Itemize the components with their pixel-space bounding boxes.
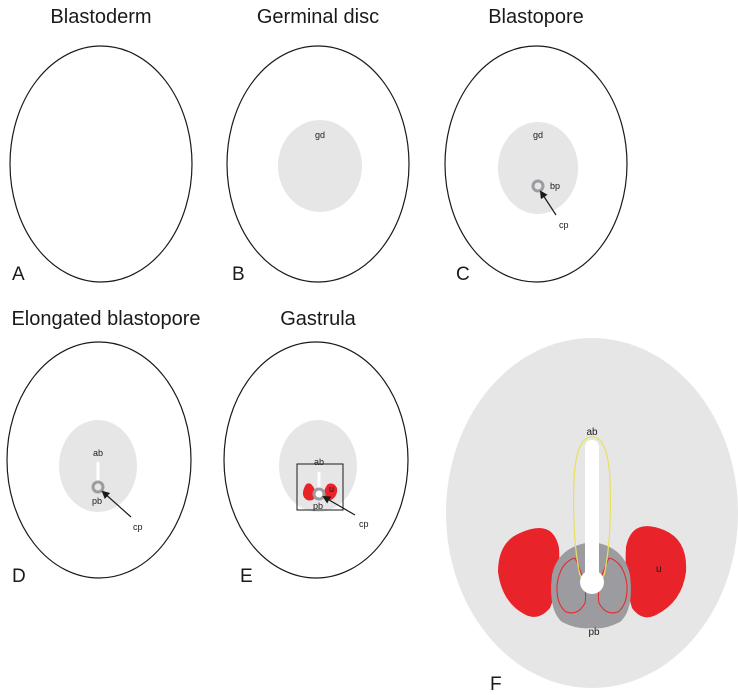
ab-label: ab [314, 457, 324, 467]
blastoderm-outline [9, 45, 193, 283]
u-label: u [656, 564, 662, 575]
panel-e-letter: E [240, 566, 253, 587]
germinal-disc [278, 120, 362, 212]
right-red-region [625, 526, 687, 618]
panel-b: Germinal disc gd B [226, 6, 410, 285]
panel-a-letter: A [12, 264, 25, 285]
cp-arrow [539, 190, 557, 216]
panel-b-letter: B [232, 264, 245, 285]
ab-label: ab [93, 448, 103, 458]
panel-e: Gastrula ab pb u cp E [223, 308, 409, 587]
gd-label: gd [533, 130, 543, 140]
panel-a-title: Blastoderm [50, 6, 151, 28]
blastopore [91, 480, 105, 494]
egg-outline [6, 341, 192, 579]
right-red-region [324, 483, 338, 501]
panel-c: Blastopore gd bp cp C [444, 6, 628, 285]
germinal-disc [279, 420, 357, 512]
pb-label: pb [588, 627, 600, 638]
cp-label: cp [133, 522, 143, 532]
cp-label: cp [559, 220, 569, 230]
panel-f: ab pb u F [446, 338, 738, 695]
u-label: u [329, 484, 334, 494]
cp-label: cp [359, 519, 369, 529]
panel-a: Blastoderm A [9, 6, 193, 285]
panel-c-title: Blastopore [488, 6, 584, 28]
gd-label: gd [315, 130, 325, 140]
cp-arrow [322, 495, 356, 516]
blastopore [312, 487, 326, 501]
left-red-region [302, 483, 316, 501]
panel-c-letter: C [456, 264, 470, 285]
pb-label: pb [313, 501, 323, 511]
panel-d: Elongated blastopore ab pb cp D [6, 308, 201, 587]
egg-outline [444, 45, 628, 283]
egg-outline [226, 45, 410, 283]
panel-f-letter: F [490, 674, 502, 695]
zoom-box [296, 463, 344, 511]
ab-label: ab [586, 427, 598, 438]
egg-outline [223, 341, 409, 579]
bp-label: bp [550, 181, 560, 191]
blastopore [531, 179, 545, 193]
panel-b-title: Germinal disc [257, 6, 379, 28]
panel-e-title: Gastrula [280, 308, 356, 330]
panel-d-letter: D [12, 566, 26, 587]
cp-arrow [101, 490, 132, 518]
white-groove [585, 440, 599, 580]
panel-d-title: Elongated blastopore [11, 308, 200, 330]
germinal-disc [498, 122, 578, 214]
pb-label: pb [92, 496, 102, 506]
blastopore-opening [580, 570, 604, 594]
left-red-region [498, 528, 560, 617]
